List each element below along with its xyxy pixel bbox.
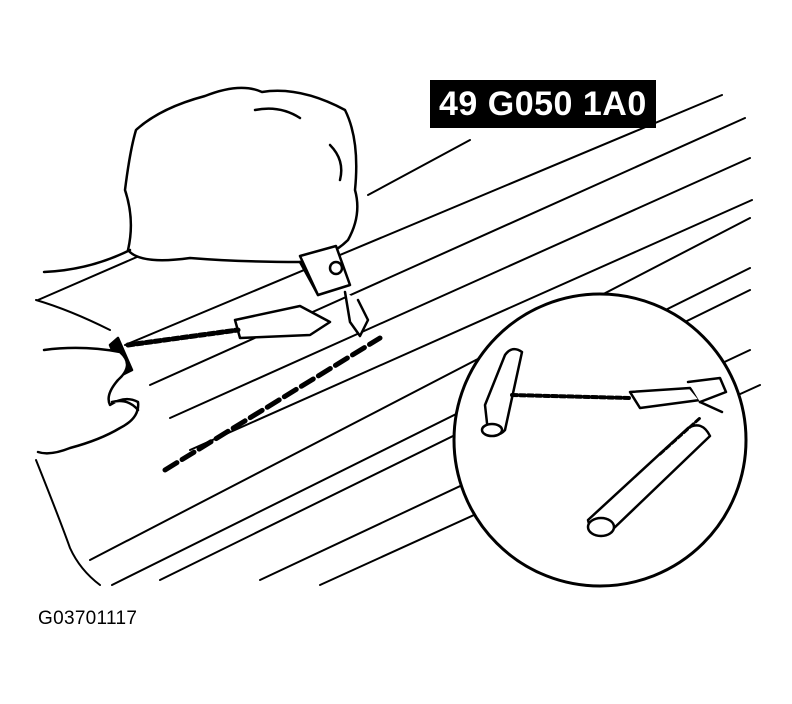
removal-tool-in-use [110,246,368,375]
figure-id-label: G03701117 [38,608,138,629]
callout-leader-line [368,140,470,195]
inset-removal-tool [482,349,726,536]
second-hand-drawing [38,348,138,453]
inset-detail-circle [454,294,746,586]
hand-drawing [44,88,357,295]
weatherstrip-bead [165,338,380,470]
tool-number-label: 49 G050 1A0 [430,80,656,128]
